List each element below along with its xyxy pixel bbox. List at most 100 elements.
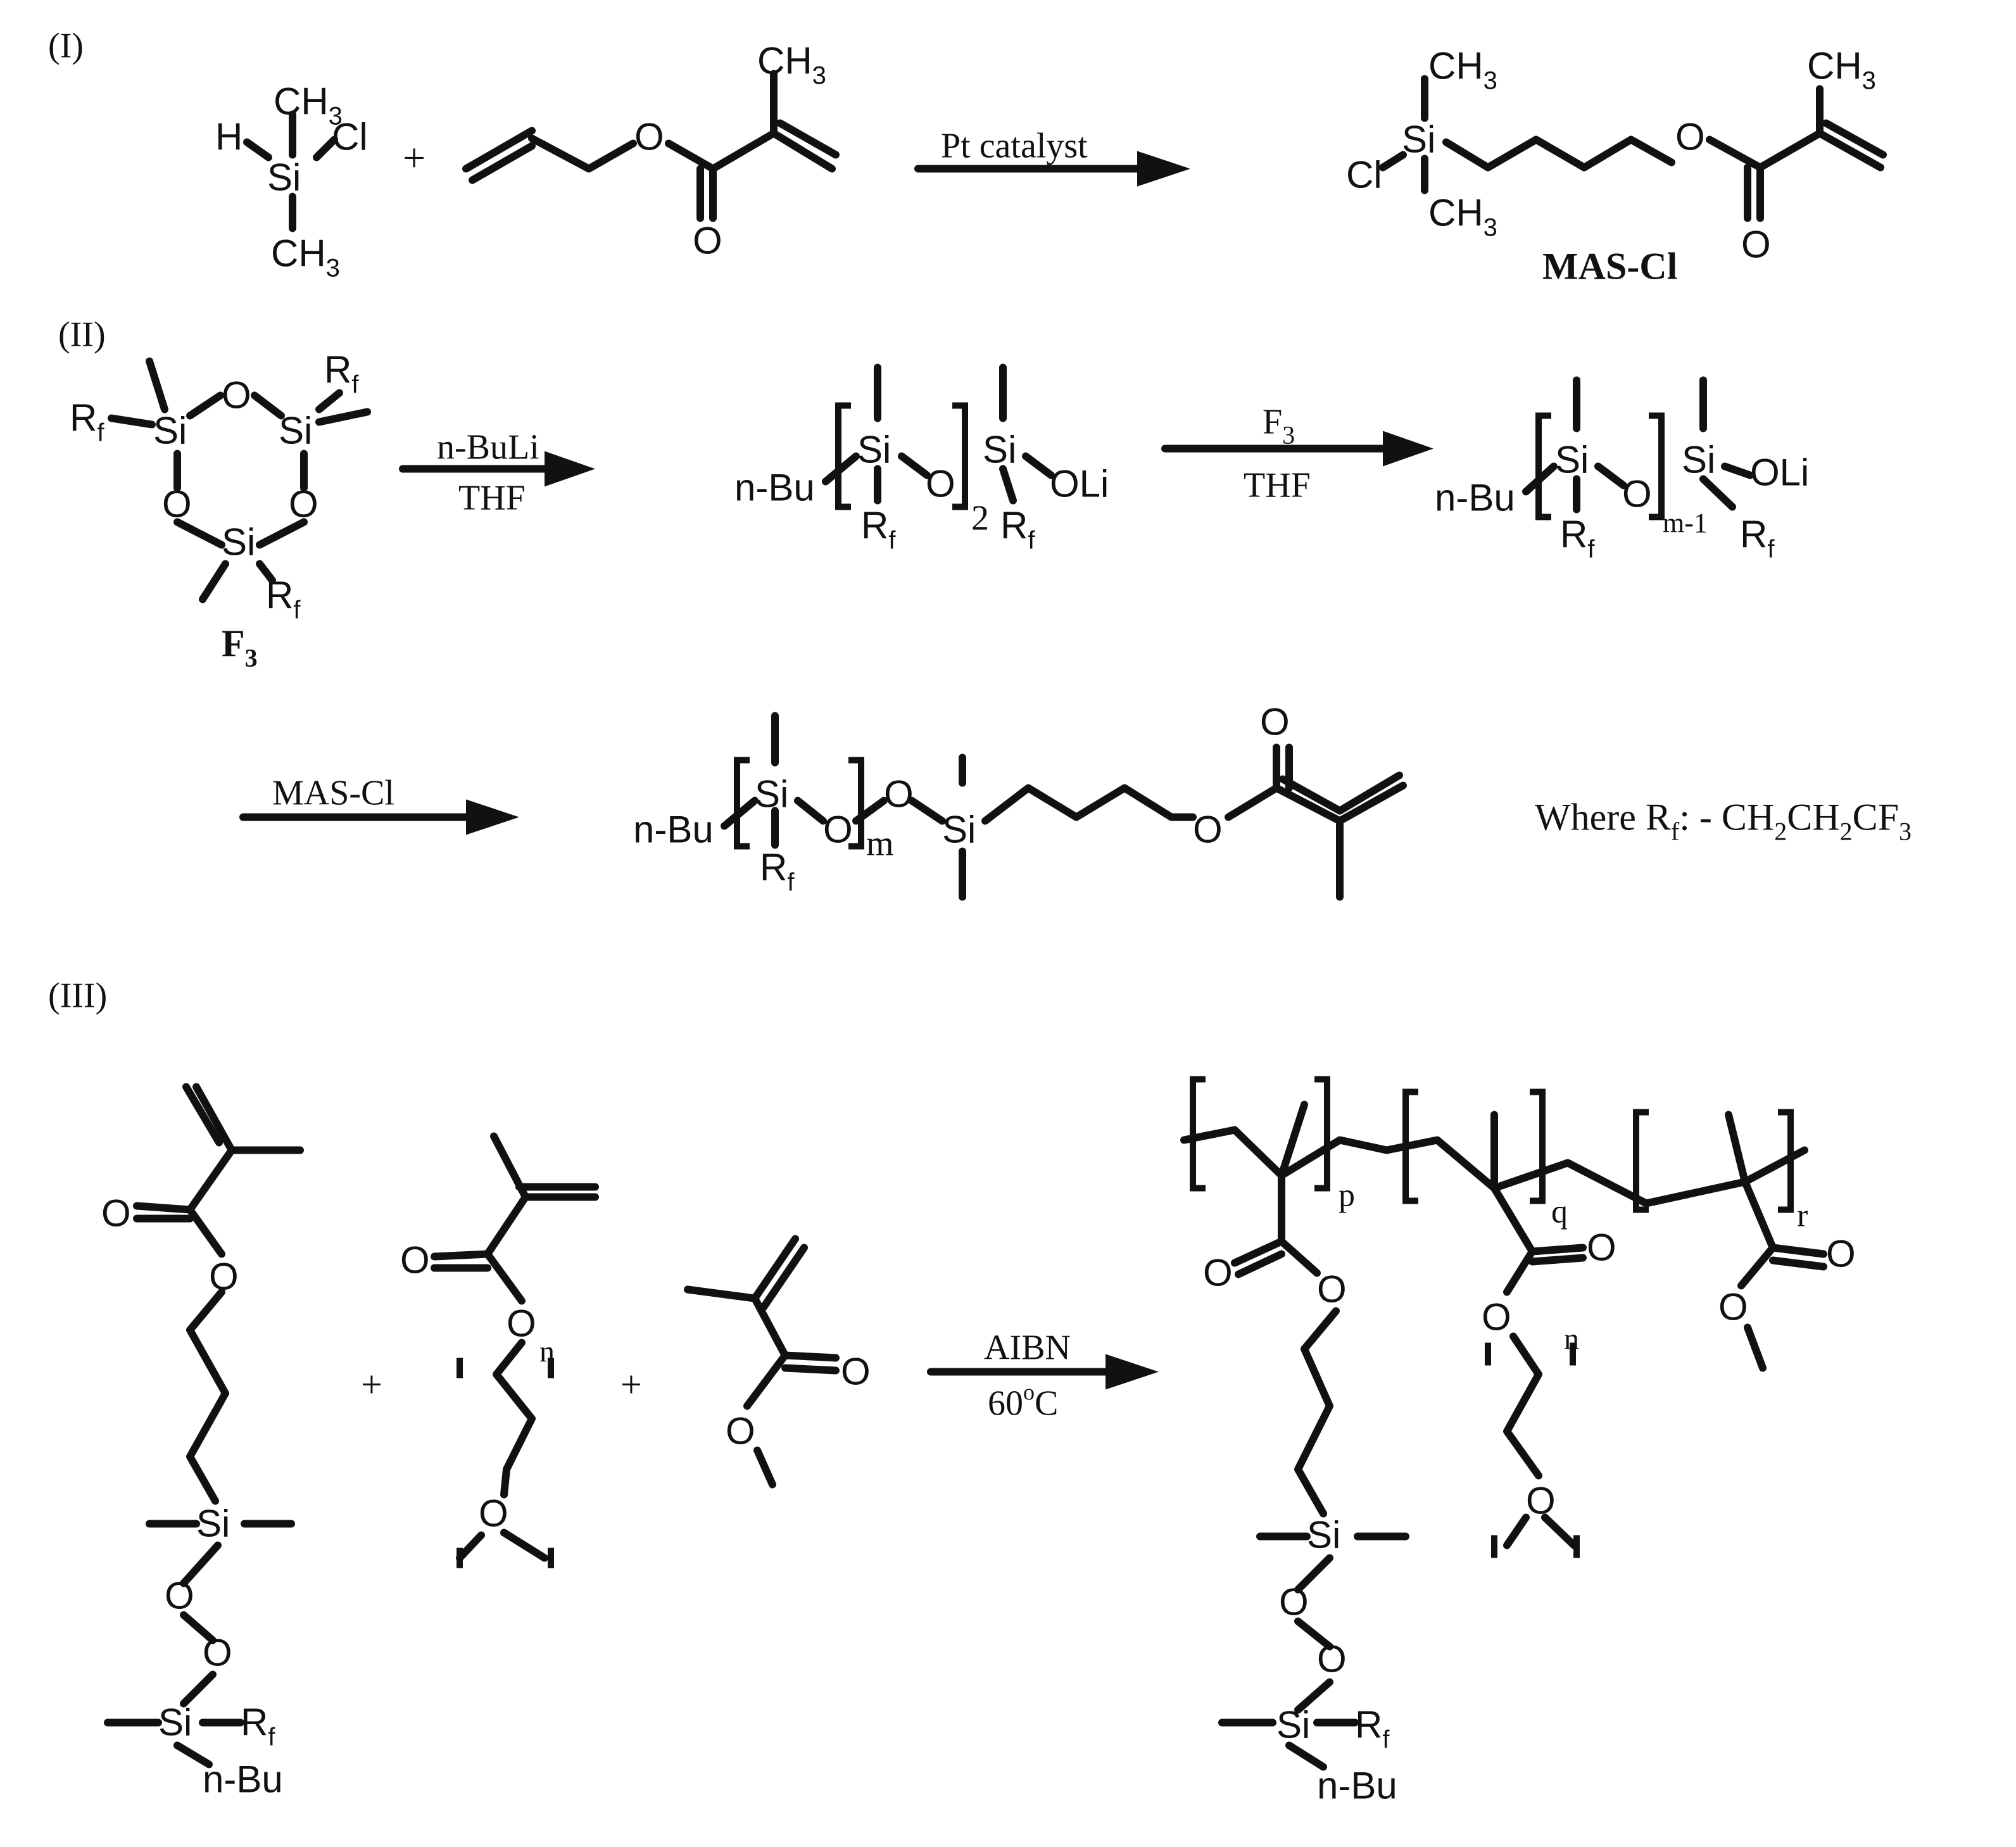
atom-nbu: n-Bu: [633, 809, 714, 851]
atom-o: O: [1193, 809, 1223, 851]
arrow-label: THF: [1244, 466, 1311, 505]
repeat-count: p: [1339, 1178, 1355, 1214]
reaction-arrow: MAS-Cl: [239, 774, 519, 835]
atom-o: O: [1317, 1268, 1347, 1311]
atom-o: O: [884, 773, 914, 816]
atom-o: O: [1203, 1252, 1233, 1294]
atom-si: Si: [1276, 1704, 1310, 1746]
plus-sign: +: [361, 1364, 382, 1406]
reaction-arrow: Pt catalyst: [914, 127, 1190, 187]
atom-nbu: n-Bu: [1317, 1765, 1397, 1807]
atom-o: O: [1526, 1480, 1556, 1522]
atom-si: Si: [1555, 439, 1589, 481]
atom-rf: Rf: [1355, 1704, 1390, 1754]
atom-rf: Rf: [861, 505, 896, 555]
plus-sign: +: [403, 136, 425, 180]
atom-o: O: [634, 116, 664, 158]
atom-cl: Cl: [1346, 154, 1382, 196]
oligomer-silanolate: n-Bu Si O Si OLi Rf Rf m-1: [1435, 376, 1809, 564]
allyl-methacrylate: O O CH3: [462, 40, 840, 262]
atom-si: Si: [196, 1503, 230, 1545]
atom-ch3: CH3: [274, 80, 343, 130]
arrow-label: 60oC: [988, 1380, 1058, 1423]
atom-o: O: [1826, 1233, 1856, 1275]
atom-oli: OLi: [1050, 463, 1109, 505]
fluorosilicone-macromonomer: n-Bu Si O O Si O O Rf m: [633, 701, 1407, 901]
atom-rf: Rf: [1740, 514, 1775, 564]
atom-si: Si: [1682, 439, 1715, 481]
pegma-reactant: O O O n: [400, 1132, 599, 1568]
reaction-arrow: AIBN 60oC: [927, 1328, 1159, 1423]
atom-o: O: [841, 1351, 871, 1393]
step-2-label: (II): [58, 315, 106, 355]
atom-oli: OLi: [1750, 451, 1809, 494]
atom-nbu: n-Bu: [734, 467, 815, 509]
atom-si: Si: [1307, 1514, 1340, 1556]
chlorodimethylsilane: H Si Cl CH3 CH3: [215, 80, 368, 282]
step-2: (II) Si O Si O O Si Rf Rf Rf F3 n-BuLi T…: [58, 315, 1912, 901]
atom-si: Si: [267, 156, 301, 199]
atom-ch3: CH3: [271, 232, 340, 282]
step-3: (III) O O Si O O Si Rf n-Bu + O O O n + …: [48, 976, 1856, 1807]
atom-si: Si: [857, 429, 891, 471]
step-3-label: (III): [48, 976, 107, 1016]
terpolymer-product: p q r O O Si O O Si Rf n-Bu O O O n O O: [1180, 1076, 1856, 1807]
macromonomer-reactant: O O Si O O Si Rf n-Bu: [101, 1083, 304, 1801]
atom-rf: Rf: [1000, 505, 1035, 555]
repeat-count: m: [866, 824, 894, 864]
atom-o: O: [1622, 473, 1652, 515]
arrow-label: n-BuLi: [437, 428, 539, 467]
rf-definition: Where Rf: - CH2CH2CF3: [1535, 797, 1912, 846]
atom-o: O: [1741, 224, 1771, 266]
atom-o: O: [1587, 1226, 1616, 1269]
product-name: MAS-Cl: [1542, 246, 1677, 287]
atom-si: Si: [222, 521, 255, 564]
atom-o: O: [507, 1302, 536, 1345]
atom-ch3: CH3: [1428, 192, 1497, 242]
arrow-label: THF: [458, 479, 526, 518]
atom-o: O: [1260, 701, 1290, 743]
atom-nbu: n-Bu: [1435, 477, 1515, 519]
atom-si: Si: [755, 773, 788, 816]
arrow-label: F3: [1263, 403, 1295, 450]
f3-cyclotrisiloxane: Si O Si O O Si Rf Rf Rf F3: [70, 349, 371, 672]
atom-rf: Rf: [1560, 514, 1595, 564]
step-1-label: (I): [48, 27, 84, 66]
atom-o: O: [222, 374, 251, 417]
atom-o: O: [400, 1239, 430, 1282]
atom-si: Si: [153, 410, 187, 452]
dimer-silanolate: n-Bu Si O Si OLi Rf Rf 2: [734, 363, 1109, 555]
atom-si: Si: [942, 809, 976, 851]
arrow-label: MAS-Cl: [272, 774, 394, 813]
reaction-arrow: F3 THF: [1161, 403, 1433, 505]
atom-h: H: [215, 116, 243, 158]
mas-cl-product: Cl Si CH3 CH3 O O CH3 MAS-Cl: [1346, 45, 1887, 287]
arrow-label: AIBN: [984, 1328, 1071, 1368]
atom-si: Si: [1402, 118, 1435, 161]
atom-si: Si: [983, 429, 1016, 471]
atom-nbu: n-Bu: [203, 1758, 283, 1801]
repeat-count: q: [1551, 1194, 1568, 1230]
atom-ch3: CH3: [1807, 45, 1876, 95]
atom-o: O: [101, 1192, 131, 1235]
arrow-label: Pt catalyst: [941, 127, 1088, 166]
atom-rf: Rf: [760, 847, 795, 897]
atom-si: Si: [158, 1701, 192, 1744]
atom-cl: Cl: [332, 116, 368, 158]
atom-o: O: [1718, 1286, 1748, 1328]
atom-o: O: [1482, 1296, 1511, 1339]
repeat-count: m-1: [1663, 508, 1708, 539]
plus-sign: +: [621, 1364, 642, 1406]
step-1: (I) H Si Cl CH3 CH3 + O O CH3 Pt catalys…: [48, 27, 1887, 287]
atom-ch3: CH3: [757, 40, 826, 90]
atom-ch3: CH3: [1428, 45, 1497, 95]
atom-o: O: [823, 809, 853, 851]
f3-label: F3: [222, 623, 258, 672]
atom-o: O: [726, 1410, 755, 1453]
reaction-arrow: n-BuLi THF: [399, 428, 595, 518]
atom-o: O: [693, 220, 722, 262]
atom-o: O: [926, 463, 955, 505]
atom-o: O: [479, 1492, 508, 1535]
atom-o: O: [1675, 116, 1705, 158]
